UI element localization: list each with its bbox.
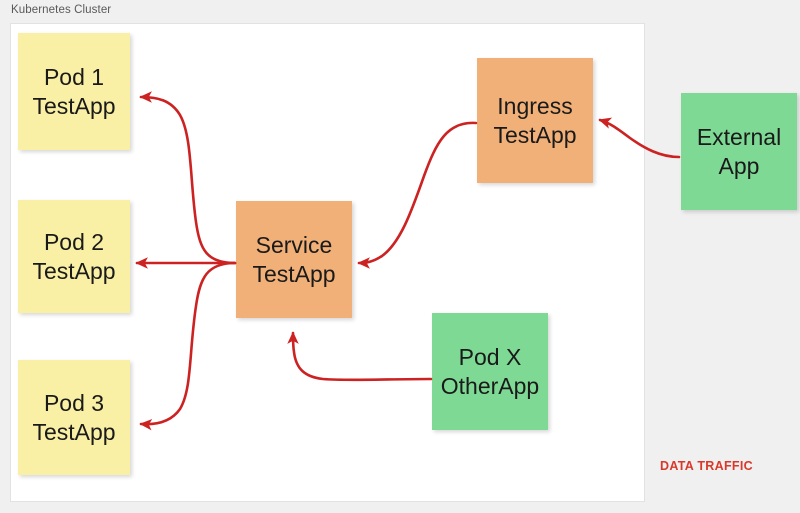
node-pod-2-line1: Pod 2 (43, 228, 105, 255)
node-pod-x-line1: Pod X (458, 343, 522, 370)
node-service-line1: Service (255, 231, 333, 258)
node-external-app-line1: External (696, 123, 782, 150)
node-pod-2[interactable]: Pod 2 TestApp (18, 200, 130, 313)
node-pod-3[interactable]: Pod 3 TestApp (18, 360, 130, 475)
node-pod-3-line2: TestApp (32, 418, 116, 445)
cluster-title: Kubernetes Cluster (11, 4, 112, 16)
node-ingress[interactable]: Ingress TestApp (477, 58, 593, 183)
node-external-app-line2: App (718, 152, 760, 179)
node-pod-x[interactable]: Pod X OtherApp (432, 313, 548, 430)
node-service-line2: TestApp (252, 260, 336, 287)
node-service[interactable]: Service TestApp (236, 201, 352, 318)
legend-data-traffic: DATA TRAFFIC (660, 459, 753, 473)
node-pod-3-line1: Pod 3 (43, 389, 105, 416)
node-pod-2-line2: TestApp (32, 257, 116, 284)
node-pod-1[interactable]: Pod 1 TestApp (18, 33, 130, 150)
node-ingress-line1: Ingress (497, 92, 573, 119)
node-external-app[interactable]: External App (681, 93, 797, 210)
node-ingress-line2: TestApp (493, 121, 577, 148)
node-pod-x-line2: OtherApp (440, 372, 540, 399)
node-pod-1-line2: TestApp (32, 92, 116, 119)
node-pod-1-line1: Pod 1 (43, 63, 105, 90)
